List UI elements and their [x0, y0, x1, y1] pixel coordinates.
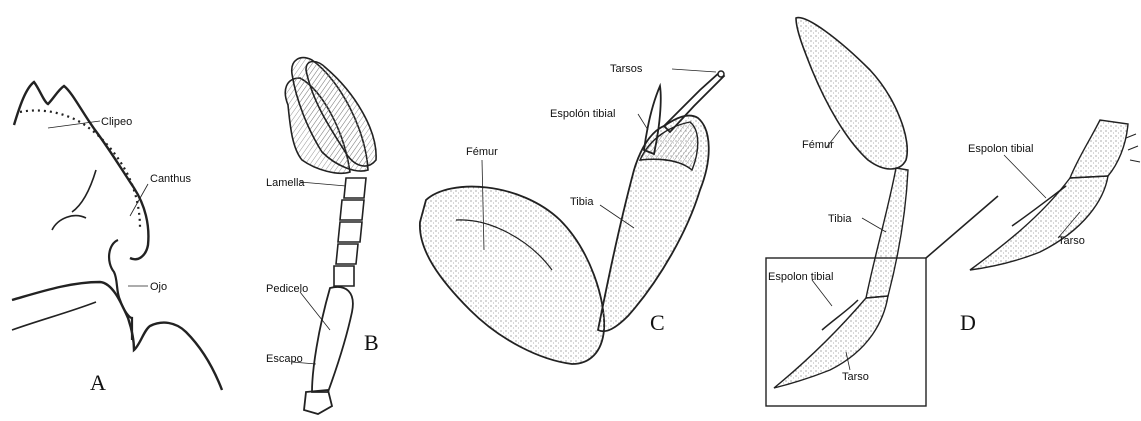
panel-letter-a: A	[90, 370, 106, 395]
label-lamella: Lamella	[266, 177, 305, 189]
mandible-line	[12, 302, 96, 330]
label-tibia: Tibia	[570, 196, 594, 208]
label-canthus: Canthus	[150, 173, 191, 185]
label-femur-d: Fémur	[802, 139, 834, 151]
label-pedicelo: Pedicelo	[266, 283, 308, 295]
funicle-segment-2	[340, 200, 364, 220]
label-espolon-tibial: Espolón tibial	[550, 108, 615, 120]
tibia-d	[866, 168, 908, 298]
panel-c: Tarsos Espolón tibial Fémur Tibia C	[420, 63, 724, 364]
gena-line	[72, 170, 96, 212]
panel-d: Fémur Tibia Espolon tibial Tarso Espolon…	[766, 18, 1140, 406]
tarsus-d	[774, 296, 888, 388]
panel-letter-b: B	[364, 330, 379, 355]
zoom-tarsus	[970, 176, 1108, 270]
label-espolon-zoom: Espolon tibial	[968, 143, 1033, 155]
scape-base	[304, 390, 332, 414]
label-clipeo: Clipeo	[101, 116, 132, 128]
lower-contour	[12, 282, 222, 390]
panel-letter-c: C	[650, 310, 665, 335]
leader-pedicelo	[300, 292, 330, 330]
funicle-segment-4	[336, 244, 358, 264]
label-femur: Fémur	[466, 146, 498, 158]
leader-tibia-d	[862, 218, 886, 232]
label-tibia-d: Tibia	[828, 213, 852, 225]
head-outline	[14, 82, 148, 259]
zoom-connector	[926, 196, 998, 258]
pedicel	[334, 266, 354, 286]
leader-espolon-tibial	[638, 114, 648, 130]
funicle-segment-3	[338, 222, 362, 242]
label-tarso-zoom: Tarso	[1058, 235, 1085, 247]
scape	[312, 287, 353, 392]
zoom-tibia-tip	[1070, 120, 1128, 178]
femur	[420, 187, 604, 364]
label-tarsos: Tarsos	[610, 63, 643, 75]
label-espolon-d: Espolon tibial	[768, 271, 833, 283]
panel-letter-d: D	[960, 310, 976, 335]
panel-b: Lamella Pedicelo Escapo B	[266, 58, 379, 414]
funicle-segment-1	[344, 178, 366, 198]
label-escapo: Escapo	[266, 353, 303, 365]
leader-espolon-d	[812, 280, 832, 306]
cheek-arc	[52, 216, 86, 230]
leader-lamella	[300, 182, 346, 186]
label-tarso-d: Tarso	[842, 371, 869, 383]
tarsal-claw	[718, 71, 724, 77]
label-ojo: Ojo	[150, 281, 167, 293]
leader-tarsos	[672, 69, 716, 72]
panel-a: Clipeo Canthus Ojo A	[12, 82, 222, 395]
zoom-setae	[1126, 134, 1140, 162]
leader-espolon-zoom	[1004, 155, 1046, 198]
